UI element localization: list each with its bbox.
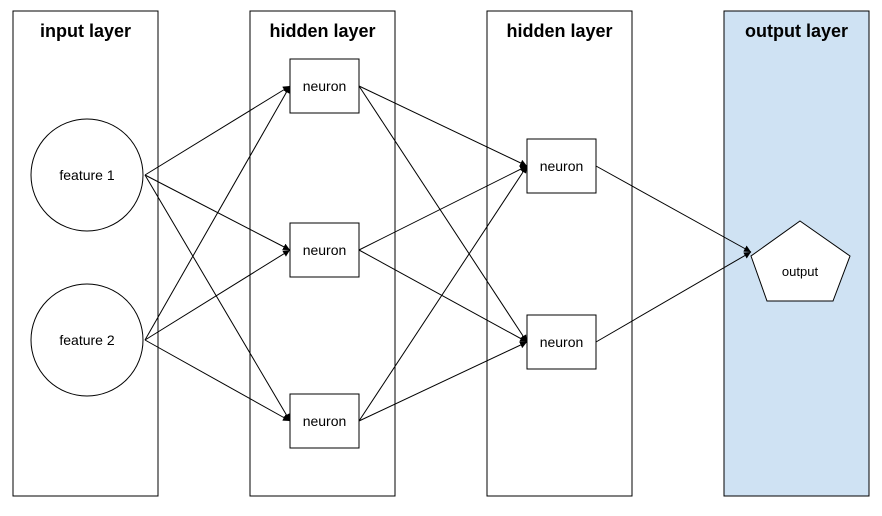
edge-f2-h1b xyxy=(144,249,291,341)
edge-f1-h1a xyxy=(144,85,291,176)
neuron-label: neuron xyxy=(540,334,584,350)
edge-h1b-h2b xyxy=(358,249,528,343)
input-node-label: feature 2 xyxy=(59,332,114,348)
output-pentagon xyxy=(750,220,851,302)
neuron-box xyxy=(526,138,597,194)
edges-hidden1-to-hidden2 xyxy=(358,85,528,422)
input-node-circle xyxy=(30,283,144,397)
input-node-feature-2: feature 2 xyxy=(30,283,144,397)
edge-h1c-h2b xyxy=(358,341,528,422)
edge-h2b-out xyxy=(595,251,752,343)
neuron-label: neuron xyxy=(303,242,347,258)
hidden-layer-2-box xyxy=(486,10,633,497)
edges-input-to-hidden1 xyxy=(144,85,291,422)
neuron-box xyxy=(526,314,597,370)
hidden1-neuron-1: neuron xyxy=(289,58,360,114)
hidden-layer-1-title: hidden layer xyxy=(269,21,375,41)
edge-f2-h1c xyxy=(144,339,291,422)
neuron-box xyxy=(289,58,360,114)
output-node: output xyxy=(750,220,851,302)
edges-hidden2-to-output xyxy=(595,165,752,343)
hidden-layer-2: hidden layer xyxy=(486,10,633,497)
input-layer-title: input layer xyxy=(40,21,131,41)
hidden-layer-2-title: hidden layer xyxy=(506,21,612,41)
neuron-label: neuron xyxy=(303,78,347,94)
edge-h1a-h2b xyxy=(358,85,528,343)
edge-h1b-h2a xyxy=(358,165,528,251)
neuron-label: neuron xyxy=(303,413,347,429)
input-node-label: feature 1 xyxy=(59,167,114,183)
edge-f1-h1c xyxy=(144,174,291,422)
edge-h1c-h2a xyxy=(358,165,528,422)
hidden1-neuron-3: neuron xyxy=(289,393,360,449)
edge-h2a-out xyxy=(595,165,752,253)
output-layer-title: output layer xyxy=(745,21,848,41)
input-node-circle xyxy=(30,118,144,232)
output-node-label: output xyxy=(782,264,819,279)
edge-f2-h1a xyxy=(144,85,291,341)
input-layer-box xyxy=(12,10,159,497)
input-node-feature-1: feature 1 xyxy=(30,118,144,232)
hidden2-neuron-2: neuron xyxy=(526,314,597,370)
neuron-label: neuron xyxy=(540,158,584,174)
neuron-box xyxy=(289,222,360,278)
edge-h1a-h2a xyxy=(358,85,528,167)
hidden1-neuron-2: neuron xyxy=(289,222,360,278)
neuron-box xyxy=(289,393,360,449)
input-layer: input layer xyxy=(12,10,159,497)
hidden2-neuron-1: neuron xyxy=(526,138,597,194)
